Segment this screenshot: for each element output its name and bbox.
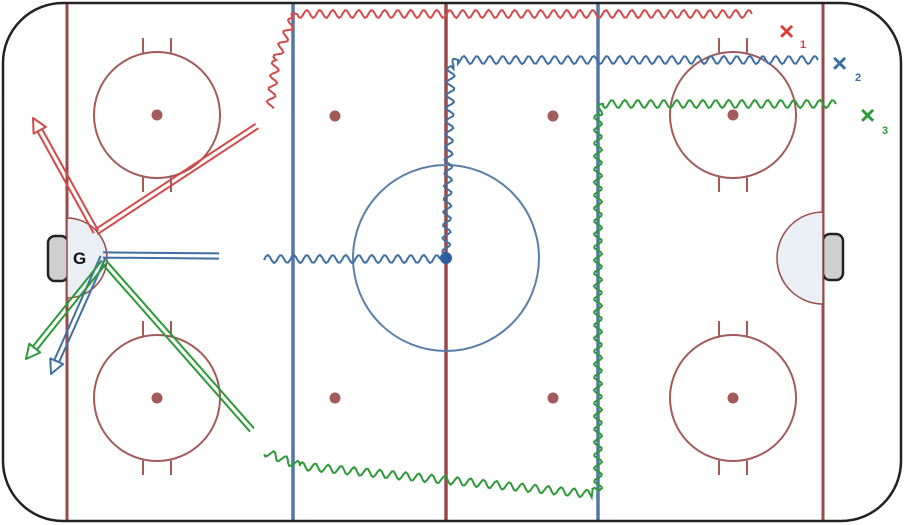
pass-line bbox=[101, 263, 251, 433]
player-2-skate-path bbox=[441, 54, 819, 257]
right-goal-crease bbox=[776, 211, 824, 305]
player-1-skate-path bbox=[265, 8, 753, 110]
player-1-number: 1 bbox=[800, 39, 806, 51]
player-2-number: 2 bbox=[855, 72, 861, 84]
player-3-marker: × 3 bbox=[860, 100, 888, 137]
pass-arrowhead bbox=[32, 117, 47, 135]
faceoff-circle-2 bbox=[93, 321, 221, 475]
player-3-x-icon: × bbox=[860, 100, 875, 130]
faceoff-dot bbox=[151, 109, 163, 121]
pass-arrowhead bbox=[49, 357, 65, 375]
pass-line bbox=[41, 128, 100, 232]
pass-line bbox=[94, 122, 257, 231]
goalie-label: G bbox=[73, 249, 86, 268]
faceoff-dot bbox=[727, 109, 739, 121]
faceoff-circle-ring bbox=[669, 334, 797, 462]
player-paths bbox=[25, 8, 837, 501]
faceoff-circle-1 bbox=[93, 38, 221, 192]
player-2-shot-line bbox=[102, 251, 220, 260]
player-markers: × 1 × 2 × 3 bbox=[779, 16, 888, 137]
player-2-marker: × 2 bbox=[832, 48, 861, 84]
rink bbox=[3, 3, 901, 521]
pass-line bbox=[36, 263, 107, 351]
player-3-rebound-arrow bbox=[25, 259, 107, 360]
pass-line bbox=[36, 131, 95, 234]
pass-line bbox=[31, 259, 103, 348]
player-1-shot-line bbox=[94, 122, 259, 236]
ice-surface bbox=[3, 3, 901, 521]
neutral-zone-dot bbox=[547, 392, 559, 404]
pass-line bbox=[103, 251, 220, 255]
neutral-zone-dot bbox=[547, 110, 559, 122]
player-1-marker: × 1 bbox=[779, 16, 806, 51]
goalie: G bbox=[73, 249, 86, 268]
faceoff-dot bbox=[151, 392, 163, 404]
neutral-zone-dot bbox=[329, 392, 341, 404]
player-2-carry-path bbox=[263, 253, 441, 265]
faceoff-circle-4 bbox=[669, 321, 797, 475]
faceoff-circle-ring bbox=[93, 51, 221, 179]
player-3-number: 3 bbox=[882, 125, 888, 137]
faceoff-dot bbox=[727, 392, 739, 404]
center-faceoff-circle bbox=[352, 164, 540, 352]
pass-arrowhead bbox=[25, 342, 42, 360]
player-1-x-icon: × bbox=[779, 16, 794, 46]
pass-line bbox=[53, 255, 102, 361]
neutral-zone-dot bbox=[329, 110, 341, 122]
puck bbox=[440, 252, 452, 264]
pass-line bbox=[96, 127, 259, 236]
end-zone-faceoff-circles bbox=[93, 38, 797, 475]
right-goal-net bbox=[821, 232, 845, 282]
neutral-zone-faceoff-dots bbox=[329, 110, 559, 404]
faceoff-circle-ring bbox=[669, 51, 797, 179]
pass-line bbox=[102, 256, 219, 260]
player-3-shot-line bbox=[101, 259, 255, 433]
left-goal-net bbox=[46, 234, 70, 283]
faceoff-circle-3 bbox=[669, 38, 797, 192]
player-2-x-icon: × bbox=[832, 48, 847, 78]
pass-line bbox=[105, 259, 255, 429]
player-1-rebound-arrow bbox=[32, 117, 100, 234]
player-3-skate-path bbox=[263, 98, 837, 501]
